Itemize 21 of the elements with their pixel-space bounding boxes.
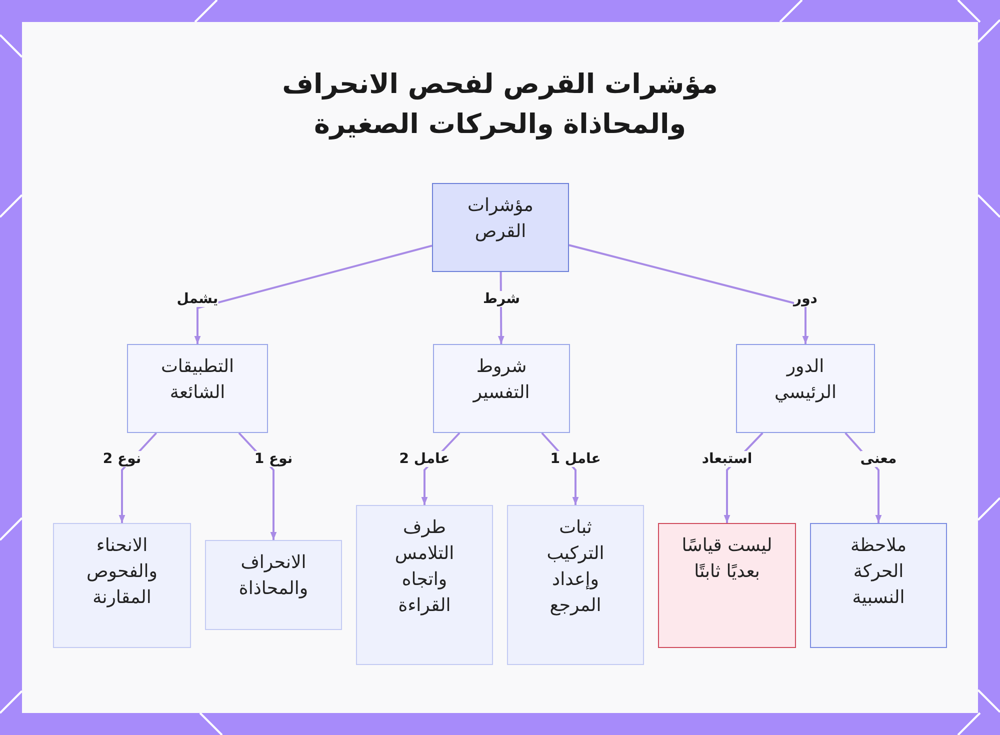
edge-label: عامل 2 (399, 451, 450, 467)
concept-box: التطبيقات الشائعة (127, 344, 268, 433)
concept-box: الدور الرئيسي (736, 344, 875, 433)
edge-label: استبعاد (702, 451, 752, 467)
concept-box: شروط التفسير (433, 344, 570, 433)
concept-box: الانحراف والمحاذاة (205, 540, 342, 630)
concept-box: الانحناء والفحوص المقارنة (53, 523, 191, 648)
edge-label: معنى (860, 451, 897, 467)
edge-label: شرط (482, 291, 520, 307)
arrow (568, 244, 809, 344)
edge-label: عامل 1 (550, 451, 601, 467)
edge-label: يشمل (176, 291, 218, 307)
root-box: مؤشرات القرص (432, 183, 569, 272)
concept-box: ملاحظة الحركة النسبية (810, 523, 947, 648)
title: مؤشرات القرص لفحص الانحراف والمحاذاة والحركات الصغيرة (281, 68, 719, 142)
concept-box: ثبات التركيب وإعداد المرجع (507, 505, 644, 665)
warning-box: ليست قياسًا بعديًا ثابتًا (658, 523, 796, 648)
edge-label: نوع 1 (254, 451, 293, 467)
concept-box: طرف التلامس واتجاه القراءة (356, 505, 493, 665)
arrow (194, 244, 432, 344)
edge-label: نوع 2 (102, 451, 142, 467)
